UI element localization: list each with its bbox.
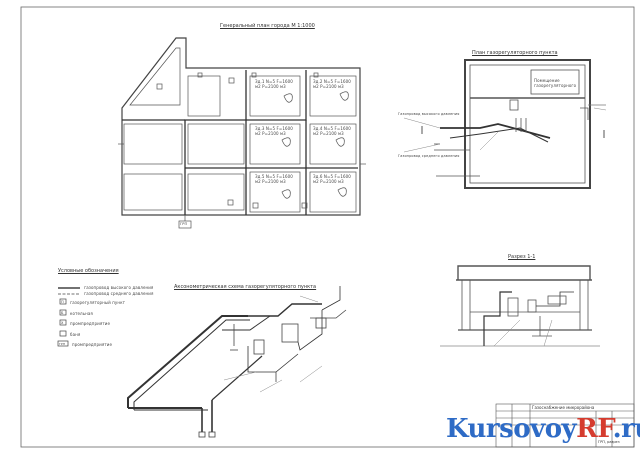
meter-3 — [227, 199, 234, 206]
axon-regulator — [281, 323, 299, 343]
legend-symbol-grp: ГРП — [59, 342, 66, 346]
block-5-label: Зд.5 N=5 F=1600 м2 P=2100 м3 — [255, 174, 293, 184]
grp-top-view — [403, 59, 607, 189]
loop-5 — [281, 189, 291, 199]
axon-filter — [253, 339, 265, 355]
block-mid-mid — [187, 123, 245, 165]
block-mid-top — [187, 75, 221, 117]
watermark-logo: KursovoyRF.ru — [446, 414, 640, 444]
grp-section — [440, 265, 600, 347]
section-roof — [457, 265, 591, 280]
legend-row-2: газопровод среднего давления — [84, 291, 154, 296]
gas-network — [122, 70, 358, 215]
block-5-outline — [249, 171, 301, 213]
section-wall-right — [579, 279, 589, 331]
meter-4 — [252, 202, 259, 209]
grp-room-label: Помещение газорегуляторного — [534, 78, 577, 88]
stamp-project: Газоснабжение микрорайона — [532, 405, 595, 410]
block-4-label: Зд.4 N=5 F=1600 м2 P=2100 м3 — [313, 126, 351, 136]
watermark-left: KursovoyRF — [446, 414, 613, 444]
block-left-mid — [123, 123, 183, 165]
legend-row-3: газорегуляторный пункт — [70, 300, 126, 305]
axon-valve-2 — [208, 431, 216, 438]
grp-box-label: ГРП — [180, 222, 188, 226]
block-1-label: Зд.1 N=5 F=1600 м2 P=2100 м3 — [255, 79, 293, 89]
legend-symbols — [57, 287, 80, 347]
stamp-sheet-name: ГРП, разрез — [598, 440, 620, 444]
meter-2 — [156, 83, 163, 90]
meter-7 — [251, 72, 257, 78]
loop-4 — [335, 137, 345, 147]
block-1-outline — [249, 75, 301, 117]
legend-row-7: промпредприятие — [72, 342, 113, 347]
block-2-outline — [309, 75, 357, 117]
legend-row-6: баня — [70, 332, 81, 337]
block-3-label: Зд.3 N=5 F=1600 м2 P=2100 м3 — [255, 126, 293, 136]
axon-title: Аксонометрическая схема газорегуляторног… — [174, 284, 317, 290]
block-3-outline — [249, 123, 301, 165]
plan-title: Генеральный план города М 1:1000 — [220, 23, 315, 29]
legend-row-5: промпредприятие — [70, 321, 111, 326]
axonometric-scheme — [127, 286, 347, 438]
grp-room — [530, 69, 580, 95]
block-2-label: Зд.2 N=5 F=1600 м2 P=2100 м3 — [313, 79, 351, 89]
block-6-label: Зд.6 N=5 F=1600 м2 P=2100 м3 — [313, 174, 351, 184]
meter-1 — [228, 77, 235, 84]
district-boundary — [121, 37, 361, 216]
grp-outer-wall — [464, 59, 591, 189]
meter-5 — [301, 202, 308, 209]
title-block — [495, 403, 635, 448]
section-title: Разрез 1-1 — [508, 254, 536, 260]
block-4-outline — [309, 123, 357, 165]
watermark-rf: RF — [576, 414, 613, 444]
grp-outlet-label: Газопровод среднего давления — [398, 154, 460, 158]
grp-inlet-label: Газопровод высокого давления — [398, 112, 460, 116]
loop-2 — [339, 91, 349, 101]
loop-6 — [337, 187, 347, 197]
grp-inner-wall — [469, 64, 586, 184]
legend-row-1: газопровод высокого давления — [84, 285, 154, 290]
legend-symbol-p: П — [61, 300, 64, 304]
top-view-title: План газорегуляторного пункта — [472, 50, 558, 56]
watermark-right: .ru — [612, 414, 640, 444]
block-left-bottom — [123, 173, 183, 211]
legend-symbol-h: Х — [61, 321, 64, 325]
block-mid-bottom — [187, 173, 245, 211]
legend-row-4: котельная — [70, 311, 93, 316]
section-wall-left — [461, 279, 471, 331]
loop-1 — [283, 93, 293, 103]
legend-symbol-b: Б — [61, 311, 64, 315]
block-wedge — [129, 47, 181, 106]
general-plan — [118, 37, 366, 229]
grp-box — [178, 220, 192, 229]
grp-main-pipe — [440, 123, 551, 139]
axon-main-pipe — [127, 315, 248, 408]
meter-6 — [197, 72, 203, 78]
meter-8 — [313, 72, 319, 78]
axon-valve-1 — [198, 431, 206, 438]
block-6-outline — [309, 171, 357, 213]
loop-3 — [281, 137, 291, 147]
sheet-frame — [20, 6, 635, 448]
legend-title: Условные обозначения — [58, 268, 119, 274]
